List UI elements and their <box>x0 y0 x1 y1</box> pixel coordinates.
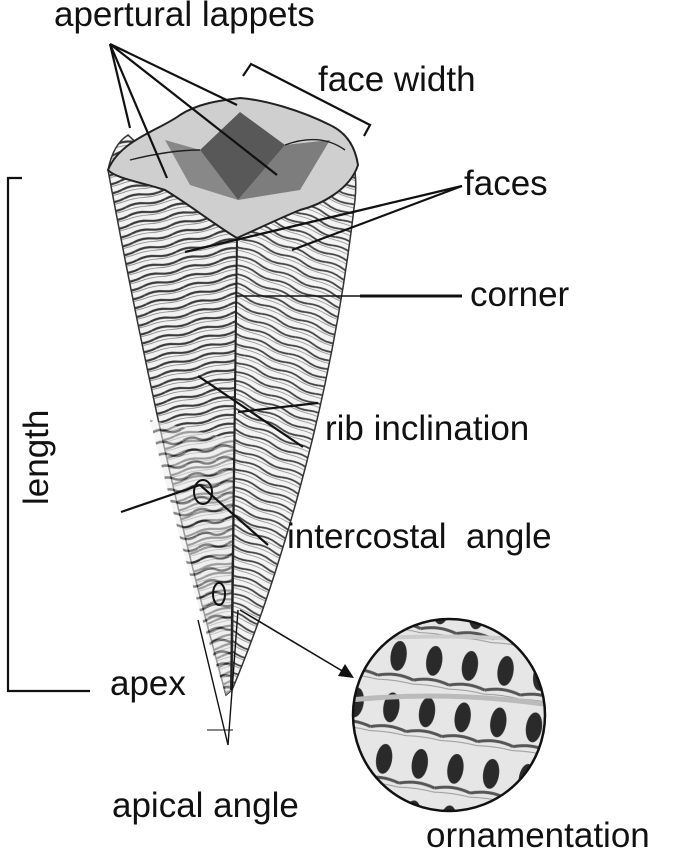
label-apertural-lappets: apertural lappets <box>54 0 315 34</box>
label-apex: apex <box>110 664 186 703</box>
leader-lines <box>6 43 463 693</box>
label-face-width: face width <box>318 60 476 99</box>
intercostal-marker <box>193 479 213 505</box>
label-rib-inclination: rib inclination <box>325 409 529 448</box>
label-apical-angle: apical angle <box>112 786 299 825</box>
label-length: length <box>17 410 56 505</box>
ornament-marker <box>212 582 226 606</box>
fossil-shell <box>106 96 360 697</box>
ornamentation-inset <box>351 617 547 813</box>
left-face-lower <box>150 420 235 695</box>
label-faces: faces <box>464 164 548 203</box>
label-ornamentation: ornamentation <box>426 816 650 855</box>
label-intercostal-angle: intercostal angle <box>287 517 552 556</box>
apical-angle-lines <box>197 609 239 746</box>
corner-line <box>230 237 238 691</box>
aperture-center <box>200 112 285 200</box>
label-corner: corner <box>470 275 570 314</box>
ornament-arrowhead <box>338 664 354 678</box>
